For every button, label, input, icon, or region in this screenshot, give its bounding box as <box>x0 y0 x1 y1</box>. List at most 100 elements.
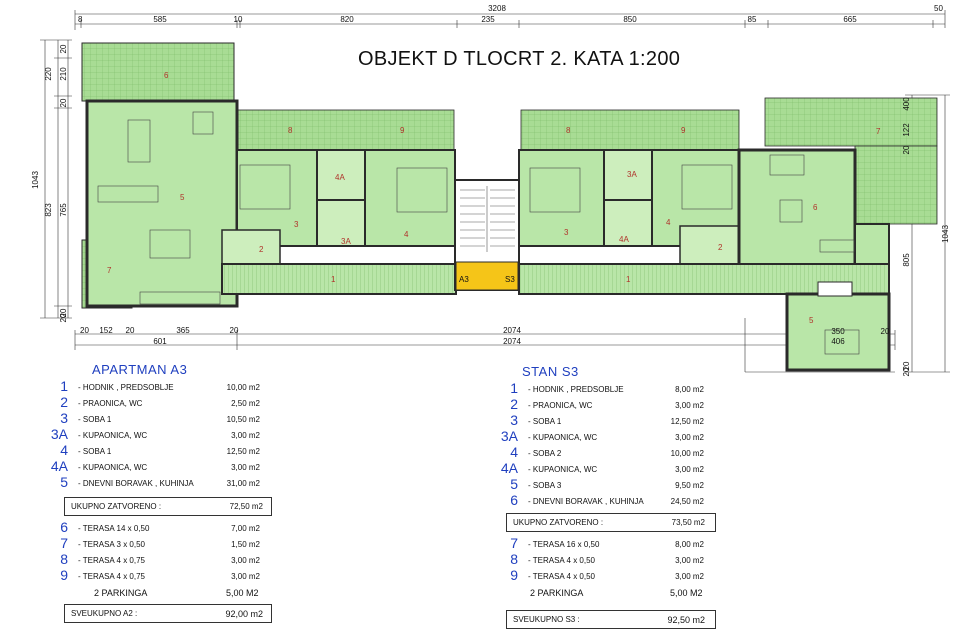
room-label: 1 <box>626 275 631 284</box>
closed-total-label: UKUPNO ZATVORENO : <box>513 518 604 527</box>
dim-top: 235 <box>481 15 495 24</box>
room-label: 1 <box>331 275 336 284</box>
room-area: 3,00 m2 <box>675 433 704 442</box>
room-num: 2 <box>510 396 518 412</box>
dimension-labels: 3208 50 8 585 10 820 235 850 85 665 20 2… <box>31 4 950 376</box>
parking-label: 2 PARKINGA <box>530 588 584 598</box>
page-title: OBJEKT D TLOCRT 2. KATA 1:200 <box>358 48 681 70</box>
room-label: 2 <box>259 245 264 254</box>
terrace-name: - TERASA 4 x 0,50 <box>528 556 595 565</box>
terrace-num: 7 <box>60 535 68 551</box>
apartment-a3-heading: APARTMAN A3 <box>92 362 188 377</box>
terrace-num: 8 <box>60 551 68 567</box>
room-area: 12,50 m2 <box>226 447 260 456</box>
grand-total-value: 92,00 m2 <box>225 609 263 619</box>
dim-left: 823 <box>44 203 53 217</box>
dim-top: 665 <box>843 15 857 24</box>
terrace-name: - TERASA 4 x 0,75 <box>78 572 145 581</box>
dim-left: 20 <box>59 98 68 107</box>
room-num: 4 <box>510 444 518 460</box>
grand-total-box: SVEUKUPNO S3 : 92,50 m2 <box>506 610 716 629</box>
dim-top: 850 <box>623 15 637 24</box>
dim-top: 10 <box>234 15 243 24</box>
room-label: 3 <box>564 228 569 237</box>
grand-total-label: SVEUKUPNO S3 : <box>513 615 580 624</box>
closed-total-box: UKUPNO ZATVORENO : 72,50 m2 <box>64 497 272 516</box>
dim-top-end: 50 <box>934 4 943 13</box>
room-num: 6 <box>510 492 518 508</box>
dim-bottom: 20 <box>881 327 890 336</box>
dim-top: 585 <box>153 15 167 24</box>
room-name: - PRAONICA, WC <box>78 399 143 408</box>
apartment-a3-plan <box>85 99 457 308</box>
terrace-num: 6 <box>60 519 68 535</box>
room-label: 5 <box>180 193 185 202</box>
parking-value: 5,00 M2 <box>226 588 259 598</box>
room-name: - SOBA 1 <box>528 417 562 426</box>
room-name: - KUPAONICA, WC <box>78 431 148 440</box>
staircase <box>454 179 520 291</box>
dim-bottom: 350 <box>831 327 845 336</box>
terrace-num: 9 <box>510 567 518 583</box>
room-label: 8 <box>566 126 571 135</box>
room-area: 3,00 m2 <box>675 401 704 410</box>
dim-top: 8 <box>78 15 83 24</box>
room-area: 3,00 m2 <box>231 463 260 472</box>
dim-right: 805 <box>902 253 911 267</box>
stan-s3-plan <box>518 148 891 372</box>
room-num: 5 <box>510 476 518 492</box>
room-name: - SOBA 2 <box>528 449 562 458</box>
terrace-area: 3,00 m2 <box>675 556 704 565</box>
room-num: 3A <box>50 426 68 442</box>
dim-right: 20 <box>902 367 911 376</box>
room-label: 9 <box>681 126 686 135</box>
room-label: 4 <box>404 230 409 239</box>
room-num: 4A <box>500 460 518 476</box>
room-label: 7 <box>876 127 881 136</box>
room-area: 8,00 m2 <box>675 385 704 394</box>
room-name: - KUPAONICA, WC <box>528 433 598 442</box>
stan-s3-heading: STAN S3 <box>522 364 579 379</box>
terrace-num: 7 <box>510 535 518 551</box>
room-num: 3A <box>500 428 518 444</box>
room-label: 6 <box>813 203 818 212</box>
parking-value: 5,00 M2 <box>670 588 703 598</box>
grand-total-value: 92,50 m2 <box>667 615 705 625</box>
dim-left: 20 <box>59 313 68 322</box>
terrace-num: 8 <box>510 551 518 567</box>
closed-total-value: 72,50 m2 <box>229 502 263 511</box>
dim-bottom: 406 <box>831 337 845 346</box>
room-area: 3,00 m2 <box>231 431 260 440</box>
grand-total-label: SVEUKUPNO A2 : <box>71 609 138 618</box>
room-labels: 6 5 7 8 9 3 4A 3A 2 4 1 8 9 3A 4A 3 4 2 … <box>107 71 881 325</box>
terrace-area: 1,50 m2 <box>231 540 260 549</box>
room-num: 4A <box>50 458 68 474</box>
room-label: 5 <box>809 316 814 325</box>
dim-left: 20 <box>59 44 68 53</box>
floor-plan: 3208 50 8 585 10 820 235 850 85 665 20 2… <box>31 4 950 376</box>
dim-right: 122 <box>902 123 911 137</box>
room-label: 3 <box>294 220 299 229</box>
terrace-name: - TERASA 14 x 0,50 <box>78 524 150 533</box>
dim-left: 1043 <box>31 171 40 189</box>
dim-right: 20 <box>902 361 911 370</box>
dim-top: 85 <box>748 15 757 24</box>
dim-left: 20 <box>59 308 68 317</box>
room-name: - KUPAONICA, WC <box>528 465 598 474</box>
dim-right: 20 <box>902 145 911 154</box>
parking-label: 2 PARKINGA <box>94 588 148 598</box>
terrace-num: 9 <box>60 567 68 583</box>
closed-total-label: UKUPNO ZATVORENO : <box>71 502 162 511</box>
room-name: - PRAONICA, WC <box>528 401 593 410</box>
dim-bottom: 152 <box>99 326 113 335</box>
room-label: 4A <box>619 235 629 244</box>
room-label: 3A <box>341 237 351 246</box>
room-label: 3A <box>627 170 637 179</box>
room-area: 10,00 m2 <box>670 449 704 458</box>
stair-label-a3: A3 <box>459 275 469 284</box>
terrace-area: 3,00 m2 <box>231 572 260 581</box>
room-area: 10,50 m2 <box>226 415 260 424</box>
dim-right: 400 <box>902 97 911 111</box>
room-label: 6 <box>164 71 169 80</box>
dim-bottom: 20 <box>230 326 239 335</box>
